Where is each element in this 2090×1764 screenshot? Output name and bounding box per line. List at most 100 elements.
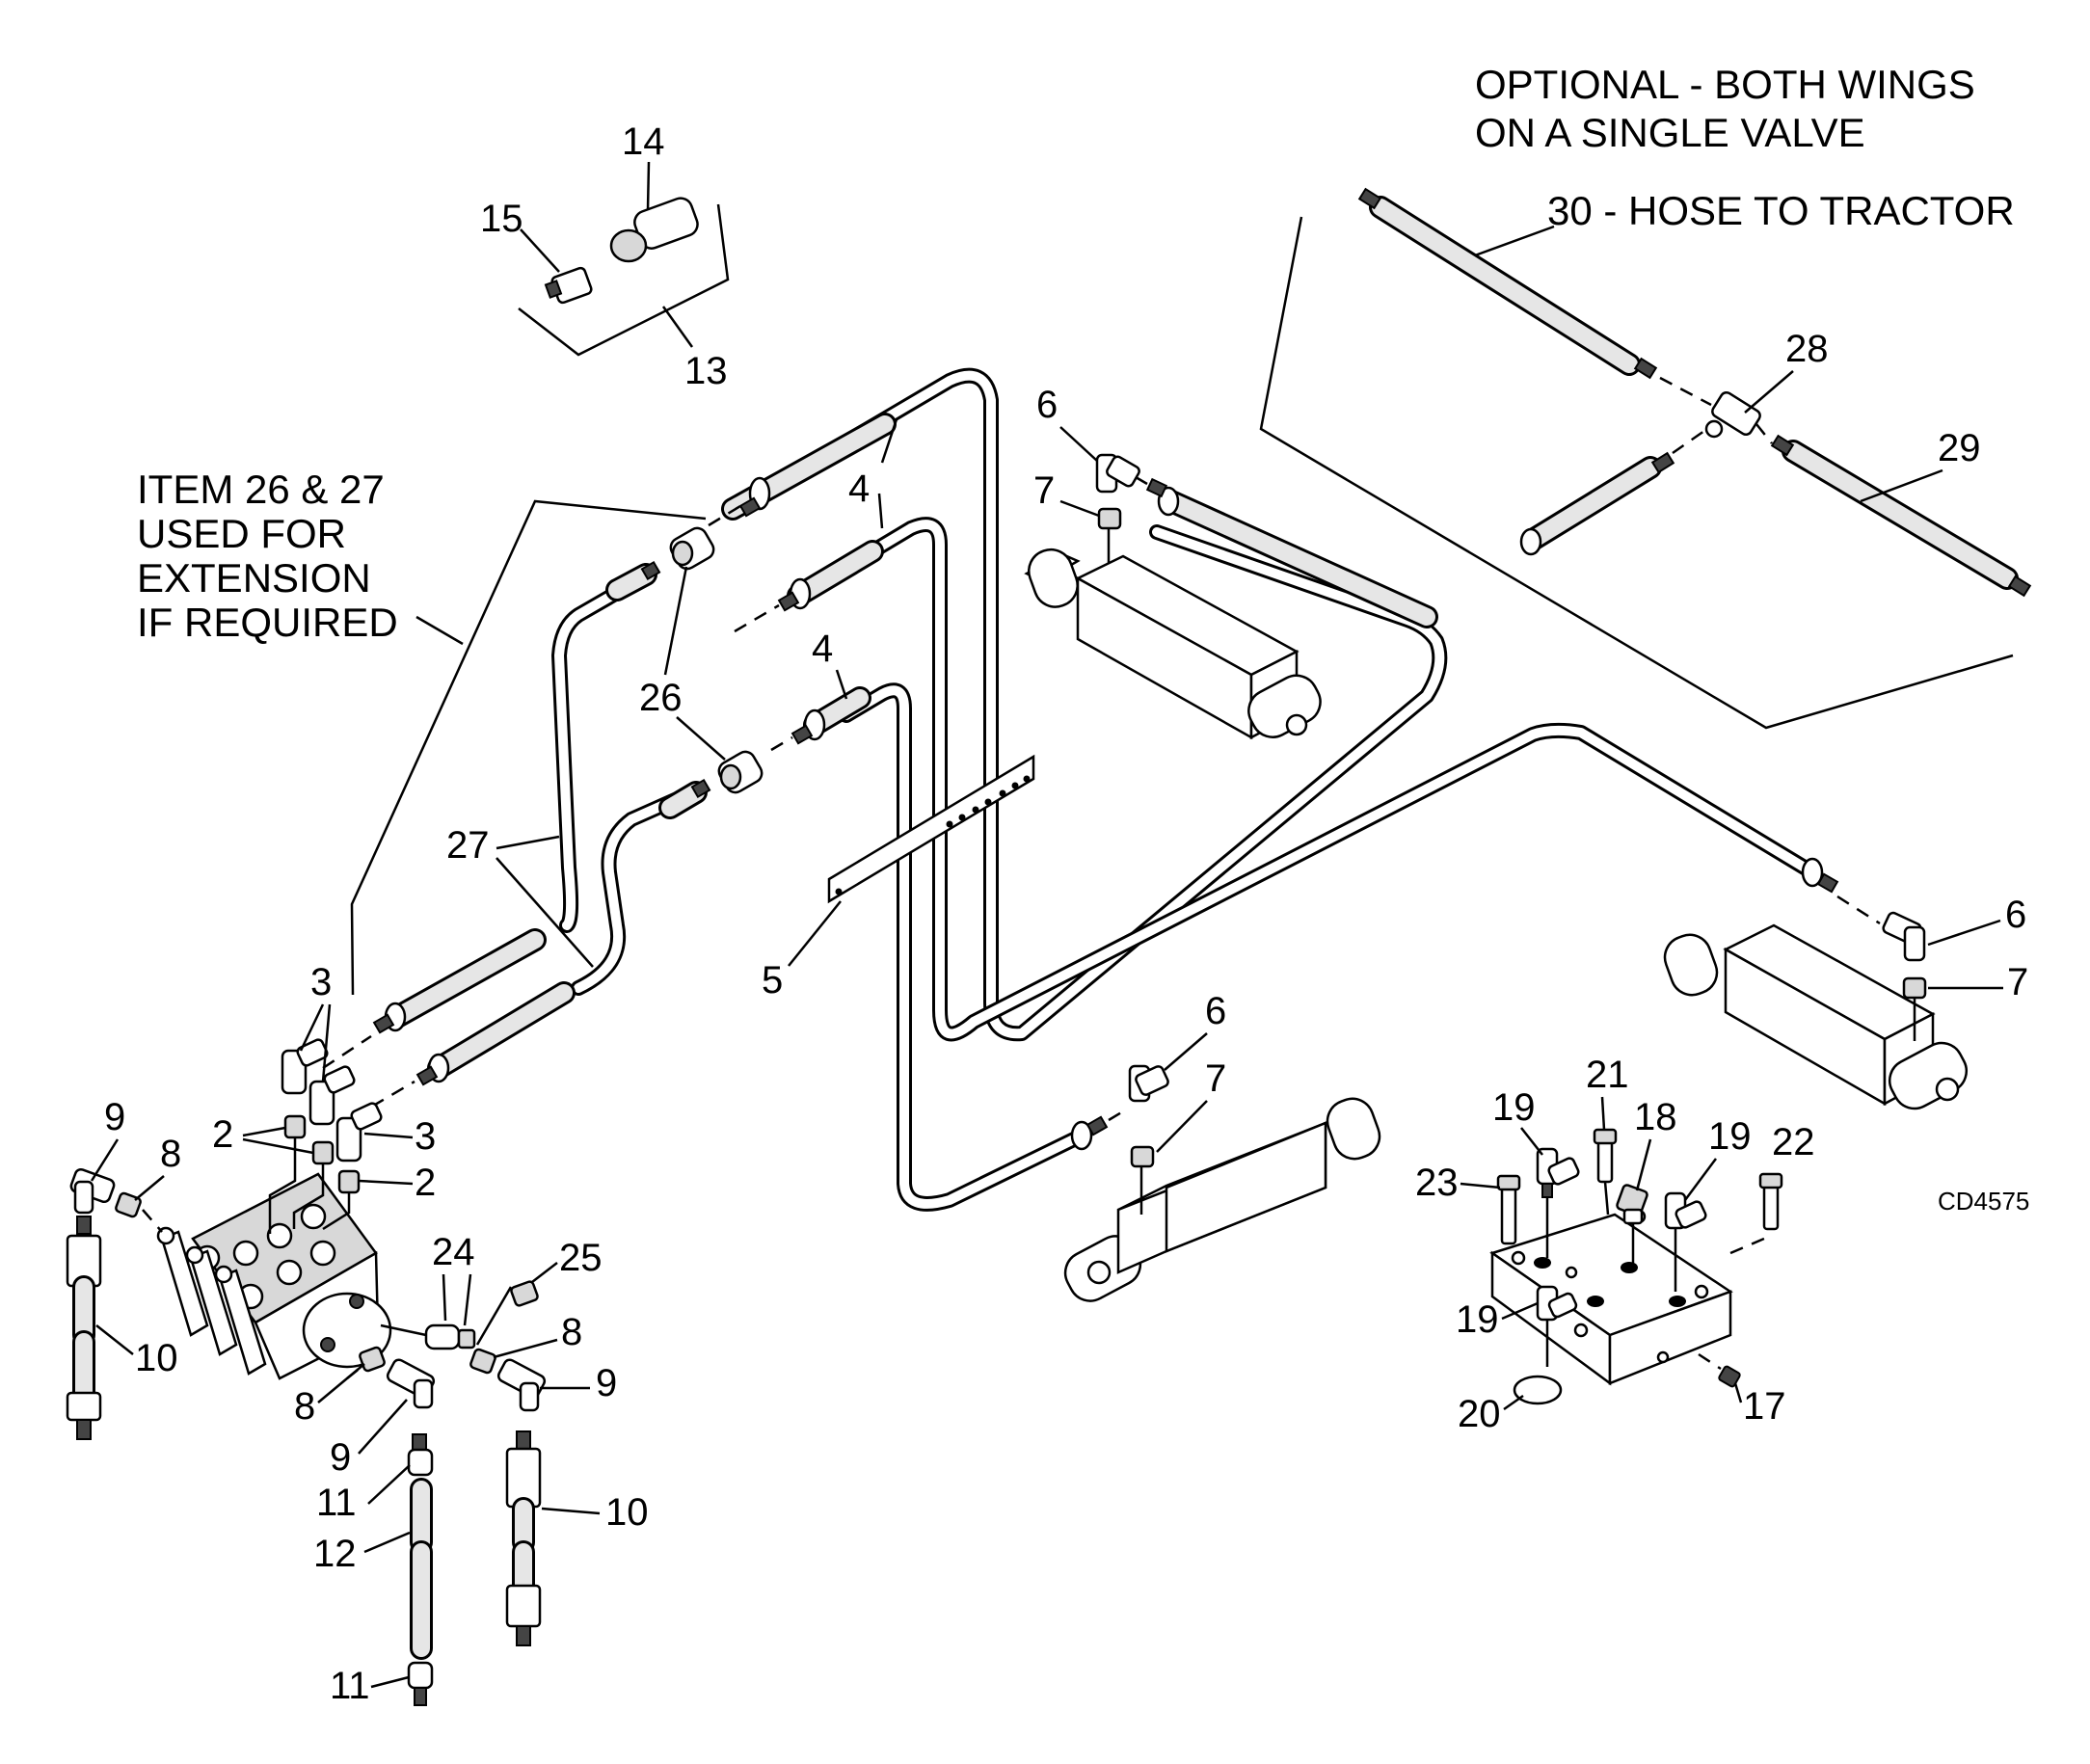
leader-27a (496, 835, 560, 850)
extension-note-line1: ITEM 26 & 27 (137, 467, 385, 512)
leader-8-center (317, 1363, 365, 1403)
callout-21: 21 (1586, 1054, 1629, 1096)
callout-22: 22 (1772, 1121, 1815, 1163)
callout-27: 27 (446, 824, 490, 867)
plug-17-dash (1698, 1352, 1722, 1371)
callout-29: 29 (1938, 427, 1981, 469)
hose-to-valve-lower (415, 981, 576, 1086)
cap-25-line (475, 1286, 513, 1346)
callout-11-upper: 11 (316, 1482, 357, 1524)
hose-10-left (66, 1216, 102, 1440)
callout-7-upper: 7 (1033, 469, 1055, 512)
bolt-21 (1593, 1128, 1618, 1184)
elbow-fitting-9-left (69, 1167, 116, 1215)
leader-13 (661, 306, 694, 348)
callout-18: 18 (1634, 1096, 1677, 1138)
hose-cyl-lower-dash (1108, 1107, 1129, 1122)
hose-cylinder-right-end (1801, 857, 1839, 894)
fitting-2-line-a (268, 1137, 297, 1234)
callout-23: 23 (1415, 1162, 1459, 1204)
extension-hose-27b-end (658, 778, 711, 819)
callout-8-center: 8 (294, 1385, 315, 1428)
callout-6-lower: 6 (1205, 990, 1226, 1032)
leader-10-left (95, 1324, 134, 1355)
hose-cyl-right-dash (1836, 895, 1881, 925)
leader-7-upper (1059, 499, 1100, 518)
extension-tube-27b (571, 792, 683, 996)
leader-3-lower (363, 1132, 414, 1139)
hose-to-tractor-label: 30 - HOSE TO TRACTOR (1547, 188, 2015, 233)
plug-17 (1718, 1365, 1741, 1388)
leader-19-a (1520, 1127, 1543, 1156)
leader-27b (496, 857, 594, 968)
extension-note-line3: EXTENSION (137, 555, 371, 601)
callout-20: 20 (1458, 1393, 1501, 1435)
callout-14: 14 (622, 120, 665, 163)
leader-24 (442, 1273, 447, 1322)
optional-group-bracket (1259, 216, 2014, 730)
plug-18 (1616, 1184, 1648, 1225)
plug-24-line (380, 1323, 427, 1337)
union-26-lower (717, 750, 764, 794)
restrictor-7-upper (1097, 507, 1122, 530)
callout-2-lower: 2 (415, 1162, 436, 1204)
drawing-code: CD4575 (1938, 1187, 2029, 1216)
callout-25: 25 (559, 1237, 603, 1279)
adapter-8-right (469, 1348, 496, 1375)
callout-24: 24 (432, 1231, 475, 1273)
callout-9-right: 9 (596, 1362, 617, 1404)
leader-29 (1860, 468, 1943, 503)
leader-9-left (90, 1138, 120, 1182)
tee-fitting-28 (1704, 390, 1761, 439)
bolt-22-dash (1729, 1237, 1765, 1255)
leader-6-upper (1059, 426, 1098, 462)
coupler-fitting-15 (544, 266, 593, 305)
callout-7-right: 7 (2007, 961, 2028, 1003)
callout-9-left: 9 (104, 1096, 125, 1138)
hydraulic-tube-lower (839, 682, 1089, 1212)
fitting-2-line-b (292, 1163, 325, 1229)
callout-19-a: 19 (1492, 1086, 1536, 1129)
leader-11-lower (370, 1675, 410, 1689)
leader-17 (1733, 1382, 1743, 1403)
callout-7-lower: 7 (1205, 1057, 1226, 1100)
elbow-fitting-9-right (496, 1358, 547, 1412)
optional-note-line1: OPTIONAL - BOTH WINGS (1475, 62, 1975, 107)
leader-18 (1635, 1138, 1652, 1191)
hose-to-valve-upper (372, 928, 547, 1034)
hydraulic-cylinder-right (1663, 923, 1969, 1110)
leader-3-upper-a (299, 1003, 325, 1052)
leader-6-right (1927, 919, 2001, 947)
leader-4-lower (835, 669, 848, 700)
hydraulic-tube-middle (812, 517, 1820, 1042)
hose-cyl-upper-dash (1135, 475, 1148, 486)
hose-cylinder-upper (1145, 477, 1438, 628)
hose-upper-end (721, 413, 897, 521)
elbow-fitting-6-lower (1128, 1064, 1169, 1103)
leader-19-b (1683, 1158, 1718, 1201)
leader-3-upper-b (321, 1003, 332, 1082)
leader-21 (1600, 1096, 1606, 1131)
union-26-upper (669, 526, 715, 571)
leader-26-lower (676, 716, 726, 761)
leader-28 (1744, 370, 1794, 414)
bolt-22 (1758, 1172, 1783, 1231)
callout-8-left: 8 (160, 1133, 181, 1175)
fitting-2-line-c (322, 1192, 351, 1231)
hose-10-right (505, 1430, 542, 1646)
callout-10-right: 10 (605, 1491, 649, 1534)
callout-13: 13 (684, 350, 728, 392)
elbow-fittings-3 (281, 1038, 383, 1163)
hose-valve-upper-dash (322, 1034, 372, 1070)
callout-4-lower: 4 (812, 628, 833, 670)
bracket-13 (518, 203, 730, 357)
optional-note-line2: ON A SINGLE VALVE (1475, 110, 1865, 155)
plug-24 (424, 1323, 476, 1350)
callout-5: 5 (762, 959, 783, 1002)
leader-8-left (134, 1175, 165, 1201)
elbow-fitting-19-right (1664, 1191, 1707, 1230)
leader-7-lower (1156, 1100, 1208, 1153)
elbow-fitting-6-upper (1095, 453, 1140, 494)
leader-24-b (463, 1273, 472, 1326)
